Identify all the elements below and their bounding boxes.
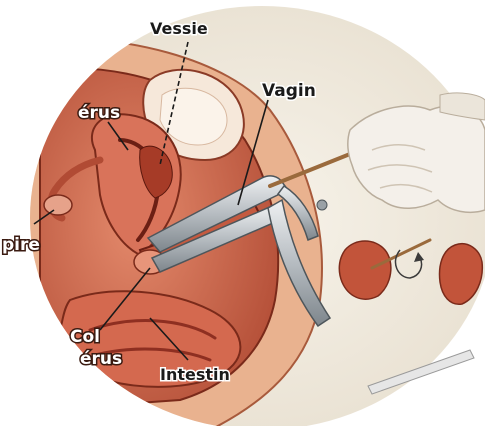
label-trompe: pire: [2, 235, 40, 255]
label-col-line1: Col: [70, 327, 100, 347]
label-vagin: Vagin: [262, 81, 316, 101]
label-vessie: Vessie: [150, 19, 208, 38]
label-uterus: érus: [78, 103, 120, 123]
cervix-detail-left: [339, 241, 391, 299]
speculum-screw: [317, 200, 327, 210]
label-col-line2: érus: [80, 349, 122, 369]
label-intestin: Intestin: [160, 365, 230, 384]
ovary: [44, 195, 72, 215]
